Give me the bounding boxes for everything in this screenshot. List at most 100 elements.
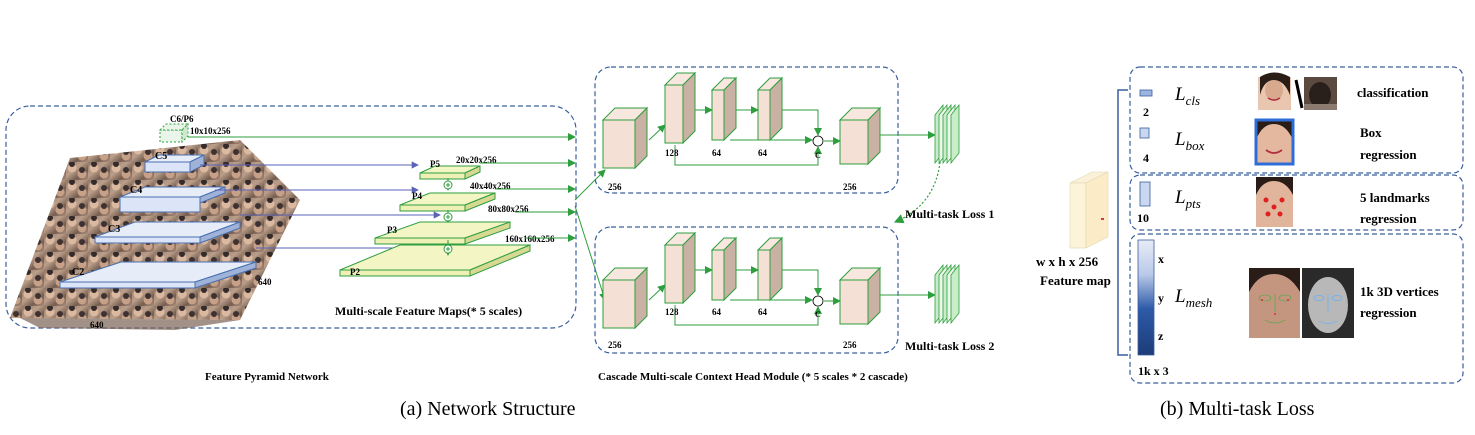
desc-cls: classification — [1357, 85, 1429, 100]
loss-box-cls-box — [1129, 66, 1464, 174]
loss-mesh-symbol: L — [1174, 286, 1186, 307]
size-p3: 80x80x256 — [488, 204, 529, 214]
pyramid-height: 640 — [90, 320, 104, 330]
fpn-title: Feature Pyramid Network — [205, 371, 330, 383]
loss-box-symbol: L — [1174, 129, 1186, 150]
loss-box-pts — [1129, 174, 1464, 231]
concat-circle — [812, 135, 824, 147]
head2-ch-256-in: 256 — [608, 340, 622, 350]
loss-cls-sub: cls — [1186, 93, 1200, 108]
conv-128 — [663, 71, 697, 145]
mesh-x: x — [1158, 252, 1164, 266]
size-p2: 160x160x256 — [505, 234, 555, 244]
level-c2: C2 — [72, 267, 84, 278]
head1-ch-256-out: 256 — [843, 182, 857, 192]
head-output — [934, 263, 960, 325]
caption-b: (b) Multi-task Loss — [1160, 398, 1315, 420]
head2-ch-64-a: 64 — [712, 307, 722, 317]
loss-box-sub: box — [1186, 138, 1205, 153]
mesh-z: z — [1158, 329, 1164, 343]
svg-text:Lcls: Lcls — [1174, 84, 1200, 108]
face-cls-negative — [1304, 77, 1337, 110]
head2-concat: C — [815, 310, 821, 319]
loss-bracket — [1117, 89, 1128, 356]
feature-map-size: w x h x 256 — [1036, 254, 1099, 269]
context-head-1 — [601, 71, 960, 170]
slash-separator — [1294, 79, 1304, 109]
dim-box: 4 — [1143, 151, 1149, 165]
face-landmarks — [1256, 177, 1293, 227]
loss2-label: Multi-task Loss 2 — [905, 339, 994, 353]
svg-text:Lmesh: Lmesh — [1174, 286, 1212, 310]
desc-mesh-2: regression — [1360, 305, 1417, 320]
head-input-arrows — [188, 133, 607, 301]
face-mesh-right — [1302, 268, 1354, 338]
conv-64-b — [756, 236, 784, 302]
conv-64-b — [756, 76, 784, 142]
caption-a: (a) Network Structure — [400, 398, 576, 420]
svg-text:Lbox: Lbox — [1174, 129, 1205, 153]
head1-concat: C — [815, 151, 821, 160]
head1-ch-64-b: 64 — [758, 148, 768, 158]
conv-256-out — [838, 266, 882, 326]
loss-pts-symbol: L — [1174, 187, 1186, 208]
dim-pts: 10 — [1137, 211, 1149, 225]
loss-box-mesh — [1129, 233, 1464, 384]
loss-mesh-sub: mesh — [1186, 295, 1213, 310]
desc-pts-2: regression — [1360, 211, 1417, 226]
level-c5: C5 — [155, 151, 167, 162]
cascade-link — [893, 161, 941, 224]
level-c4: C4 — [130, 185, 142, 196]
head1-ch-128: 128 — [665, 148, 679, 158]
conv-128 — [663, 231, 697, 305]
c6-size: 10x10x256 — [190, 126, 231, 136]
level-p4: P4 — [412, 191, 422, 201]
conv-256-out — [838, 106, 882, 166]
svg-text:Lpts: Lpts — [1174, 187, 1201, 211]
concat-circle — [812, 295, 824, 307]
conv-256-in — [601, 106, 649, 170]
face-cls-positive — [1258, 72, 1291, 110]
size-p4: 40x40x256 — [470, 181, 511, 191]
output-tensors — [1137, 89, 1155, 356]
level-p3: P3 — [387, 225, 397, 235]
level-c6: C6/P6 — [170, 114, 194, 124]
head2-ch-128: 128 — [665, 307, 679, 317]
feature-map-label: Feature map — [1040, 273, 1111, 288]
pyramid-width: 640 — [258, 277, 272, 287]
conv-256-in — [601, 266, 649, 330]
conv-64-a — [710, 76, 738, 142]
desc-pts-1: 5 landmarks — [1360, 190, 1430, 205]
head-title: Cascade Multi-scale Context Head Module … — [598, 371, 908, 383]
feature-map-cube — [1069, 171, 1109, 249]
context-head-2 — [601, 231, 960, 330]
conv-64-a — [710, 236, 738, 302]
desc-box-1: Box — [1360, 125, 1382, 140]
feature-maps-stack — [339, 165, 531, 277]
mesh-y: y — [1158, 291, 1164, 305]
desc-mesh-1: 1k 3D vertices — [1360, 284, 1439, 299]
level-p5: P5 — [430, 159, 440, 169]
head2-ch-64-b: 64 — [758, 307, 768, 317]
lateral-arrows — [200, 161, 441, 252]
face-box — [1254, 118, 1295, 166]
face-mesh-left — [1249, 268, 1300, 338]
head1-ch-64-a: 64 — [712, 148, 722, 158]
dim-cls: 2 — [1143, 105, 1149, 119]
loss-pts-sub: pts — [1185, 196, 1201, 211]
head-output — [934, 103, 960, 165]
desc-box-2: regression — [1360, 147, 1417, 162]
fpn-dashed-frame — [5, 105, 577, 329]
loss-cls-symbol: L — [1174, 84, 1186, 105]
top-down-arrows — [443, 178, 453, 256]
backbone-pyramid — [59, 122, 257, 289]
level-p2: P2 — [350, 267, 360, 277]
head1-ch-256-in: 256 — [608, 182, 622, 192]
feature-maps-title: Multi-scale Feature Maps(* 5 scales) — [335, 304, 522, 318]
level-c3: C3 — [108, 224, 120, 235]
loss1-label: Multi-task Loss 1 — [905, 207, 994, 221]
size-p5: 20x20x256 — [456, 155, 497, 165]
head2-ch-256-out: 256 — [843, 340, 857, 350]
dim-mesh: 1k x 3 — [1138, 364, 1169, 378]
